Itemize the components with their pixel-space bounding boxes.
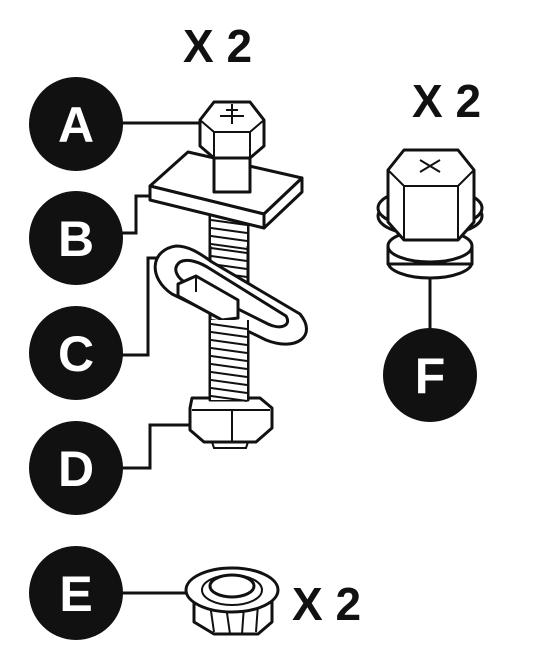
qty-label-bolt-set: X 2 — [183, 20, 252, 72]
badge-f-label: F — [415, 348, 446, 404]
thread-line — [210, 331, 248, 338]
thread-line — [210, 363, 248, 370]
plug-e-icon — [184, 566, 280, 636]
badge-d-label: D — [58, 441, 94, 497]
square-nut-d-icon — [188, 396, 274, 449]
thread-line — [210, 347, 248, 354]
thread-line — [210, 227, 248, 234]
badge-a: A — [29, 77, 123, 171]
badge-d: D — [29, 421, 123, 515]
hex-bolt-head-a-icon — [198, 100, 266, 194]
slotted-clamp-c-icon — [153, 244, 308, 346]
badge-c-label: C — [58, 326, 94, 382]
qty-label-plug: X 2 — [292, 578, 361, 630]
thread-line — [210, 387, 248, 394]
badge-a-label: A — [58, 97, 94, 153]
thread-line — [210, 371, 248, 378]
cap-bolt-f-icon — [376, 148, 484, 280]
thread-line — [210, 323, 248, 330]
leader-d — [120, 423, 196, 470]
thread-line — [210, 247, 248, 254]
thread-line — [210, 243, 248, 250]
badge-e: E — [29, 546, 123, 640]
thread-line — [210, 395, 248, 402]
badge-b: B — [29, 191, 123, 285]
qty-label-cap-bolt: X 2 — [412, 75, 481, 127]
badge-e-label: E — [59, 566, 92, 622]
thread-line — [210, 235, 248, 242]
badge-b-label: B — [58, 211, 94, 267]
thread-line — [210, 355, 248, 362]
thread-line — [210, 379, 248, 386]
leader-c — [120, 256, 160, 357]
thread-line — [210, 255, 248, 262]
leader-lines — [120, 121, 432, 595]
badge-f: F — [383, 328, 477, 422]
thread-line — [210, 219, 248, 226]
leader-b — [120, 194, 152, 235]
badge-c: C — [29, 306, 123, 400]
thread-line — [210, 339, 248, 346]
